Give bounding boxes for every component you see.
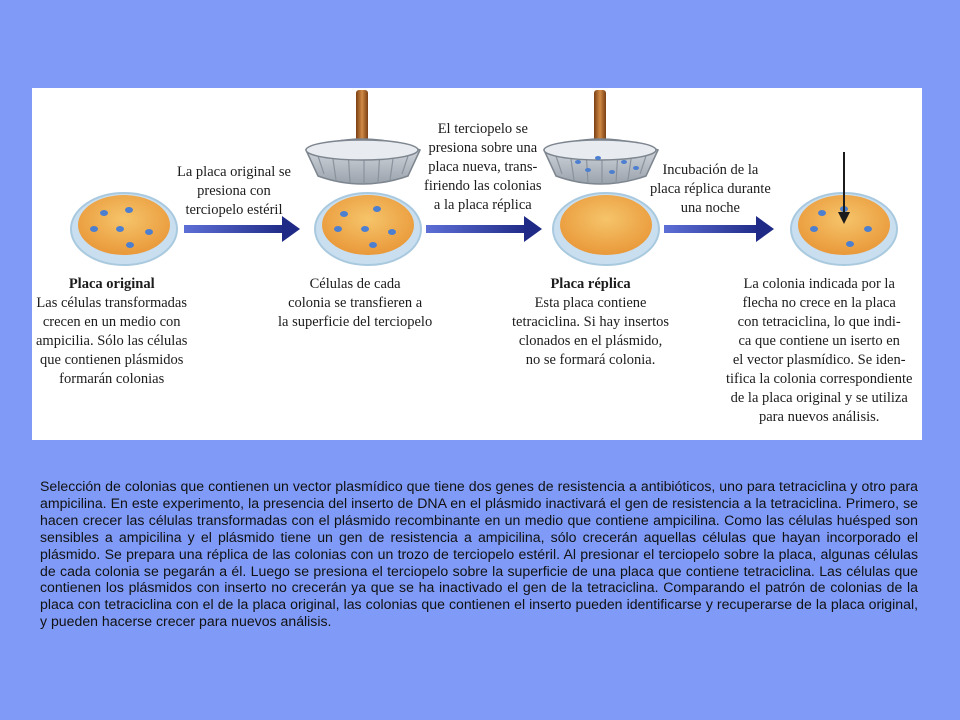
figure-caption: Selección de colonias que contienen un v… xyxy=(40,478,918,630)
caption-line: para nuevos análisis. xyxy=(759,409,880,425)
caption-title: Placa réplica xyxy=(550,276,631,292)
caption-line: el vector plasmídico. Se iden- xyxy=(732,352,906,368)
label-press-velvet: La placa original se presiona con tercio… xyxy=(177,163,291,220)
caption-line: Esta placa contiene xyxy=(534,295,647,311)
right-arrow-icon xyxy=(426,216,542,242)
label-line: El terciopelo se xyxy=(437,121,528,137)
caption-line: con tetraciclina, lo que indi- xyxy=(737,314,901,330)
caption-line: clonados en el plásmido, xyxy=(518,333,663,349)
label-line: placa réplica durante xyxy=(650,181,771,197)
label-line: presiona con xyxy=(197,183,271,199)
caption-line: crecen en un medio con xyxy=(42,314,181,330)
label-press-new-plate: El terciopelo se presiona sobre una plac… xyxy=(424,120,542,215)
down-arrow-icon xyxy=(838,152,850,224)
caption-velvet: Células de cada colonia se transfieren a… xyxy=(278,275,432,332)
label-line: una noche xyxy=(680,200,740,216)
caption-replica-plate: Placa réplica Esta placa contiene tetrac… xyxy=(512,275,669,370)
caption-line: de la placa original y se utiliza xyxy=(730,390,908,406)
label-line: placa nueva, trans- xyxy=(428,159,538,175)
velvet-stamp-colonies-icon xyxy=(542,90,660,185)
label-line: presiona sobre una xyxy=(428,140,538,156)
velvet-stamp-icon xyxy=(304,90,422,185)
caption-line: Las células transformadas xyxy=(36,295,187,311)
caption-line: flecha no crece en la placa xyxy=(742,295,896,311)
caption-line: Células de cada xyxy=(309,276,401,292)
right-arrow-icon xyxy=(184,216,300,242)
label-line: Incubación de la xyxy=(662,162,759,178)
label-incubation: Incubación de la placa réplica durante u… xyxy=(650,161,771,218)
caption-line: ca que contiene un iserto en xyxy=(738,333,900,349)
label-line: terciopelo estéril xyxy=(185,202,283,218)
caption-line: ampicilia. Sólo las células xyxy=(36,333,188,349)
dish-original-icon xyxy=(70,192,178,266)
dish-replica-icon xyxy=(552,192,660,266)
caption-title: Placa original xyxy=(68,276,155,292)
label-line: firiendo las colonias xyxy=(424,178,542,194)
dish-final-icon xyxy=(790,192,898,266)
label-line: a la placa réplica xyxy=(433,197,532,213)
caption-line: La colonia indicada por la xyxy=(743,276,895,292)
caption-line: la superficie del terciopelo xyxy=(278,314,433,330)
right-arrow-icon xyxy=(664,216,774,242)
caption-line: tetraciclina. Si hay insertos xyxy=(512,314,670,330)
caption-line: no se formará colonia. xyxy=(525,352,656,368)
caption-line: tifica la colonia correspondiente xyxy=(726,371,913,387)
dish-velvet-transfer-icon xyxy=(314,192,422,266)
replica-plating-diagram xyxy=(70,90,898,266)
caption-original-plate: Placa original Las células transformadas… xyxy=(36,275,187,389)
caption-line: colonia se transfieren a xyxy=(288,295,423,311)
diagram-panel: La placa original se presiona con tercio… xyxy=(32,88,922,440)
caption-final-plate: La colonia indicada por la flecha no cre… xyxy=(726,275,912,427)
caption-line: que contienen plásmidos xyxy=(40,352,184,368)
caption-line: formarán colonias xyxy=(59,371,165,387)
label-line: La placa original se xyxy=(177,164,291,180)
